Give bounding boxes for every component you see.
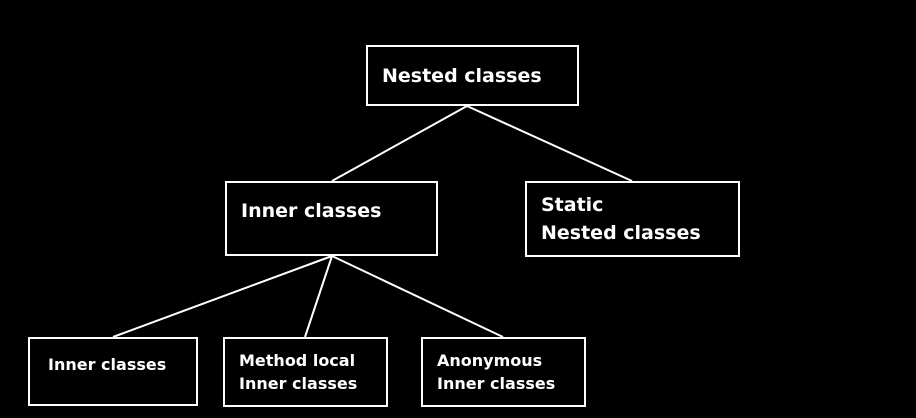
node-inner-classes: Inner classes — [225, 181, 438, 256]
node-label-line1: Static — [541, 194, 604, 216]
node-inner-classes-child: Inner classes — [28, 337, 198, 406]
node-label-line1: Anonymous — [437, 351, 543, 370]
node-static-nested-classes: Static Nested classes — [525, 181, 740, 257]
node-label-line1: Method local — [239, 351, 356, 370]
edge-root-static — [466, 105, 633, 182]
node-label-line1: Inner classes — [48, 355, 167, 374]
node-label-line2: Nested classes — [541, 222, 701, 244]
node-label: Nested classes — [382, 64, 542, 87]
node-nested-classes: Nested classes — [366, 45, 579, 106]
node-label: Inner classes — [241, 200, 382, 222]
node-anonymous-inner-classes: Anonymous Inner classes — [421, 337, 586, 407]
node-label-line2: Inner classes — [239, 374, 358, 393]
edge-root-inner — [331, 105, 468, 182]
node-method-local-inner-classes: Method local Inner classes — [223, 337, 388, 407]
edge-inner-c1 — [112, 255, 333, 338]
edge-inner-c2 — [304, 255, 333, 338]
edge-inner-c3 — [331, 255, 504, 338]
node-label-line2: Inner classes — [437, 374, 556, 393]
